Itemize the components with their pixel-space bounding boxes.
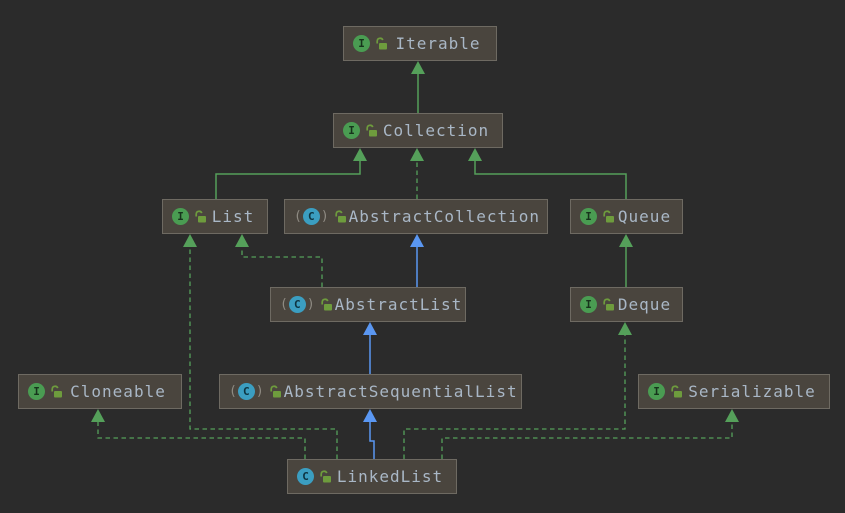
- abstract-class-icon: (: [229, 384, 237, 399]
- edge-collection-extends-iterable: [411, 61, 425, 113]
- class-name-label: List: [211, 207, 255, 226]
- abstract-class-icon: (: [280, 297, 288, 312]
- interface-icon: I: [648, 383, 665, 400]
- class-node-iterable[interactable]: I Iterable: [343, 26, 497, 61]
- interface-icon: I: [343, 122, 360, 139]
- class-name-label: Cloneable: [70, 382, 166, 401]
- unlocked-icon: [364, 124, 378, 137]
- class-node-list[interactable]: I List: [162, 199, 268, 234]
- edge-linkedlist-implements-deque: [403, 322, 632, 459]
- class-name-label: AbstractList: [334, 295, 463, 314]
- unlocked-icon: [374, 37, 388, 50]
- class-name-label: Serializable: [688, 382, 816, 401]
- unlocked-icon: [669, 385, 683, 398]
- class-node-cloneable[interactable]: I Cloneable: [18, 374, 182, 409]
- class-name-label: Deque: [617, 295, 672, 314]
- abstract-class-icon: ): [306, 297, 315, 312]
- unlocked-icon: [601, 298, 615, 311]
- edge-abstractsequentiallist-extends-abstractlist: [363, 322, 377, 374]
- class-node-linkedlist[interactable]: C LinkedList: [287, 459, 457, 494]
- class-name-label: LinkedList: [336, 467, 444, 486]
- class-icon: C: [297, 468, 314, 485]
- class-name-label: Iterable: [395, 34, 481, 53]
- edge-deque-extends-queue: [619, 234, 633, 287]
- edge-linkedlist-extends-abstractsequentiallist: [363, 409, 377, 459]
- abstract-class-icon: C: [288, 296, 306, 313]
- class-node-serializable[interactable]: I Serializable: [638, 374, 830, 409]
- abstract-class-icon: (: [294, 209, 302, 224]
- class-name-label: AbstractSequentialList: [283, 382, 518, 401]
- edge-list-extends-collection: [215, 148, 367, 199]
- edge-linkedlist-implements-list: [183, 234, 338, 459]
- edge-linkedlist-implements-cloneable: [91, 409, 306, 459]
- edge-linkedlist-implements-serializable: [441, 409, 739, 459]
- abstract-class-icon: ): [320, 209, 329, 224]
- interface-icon: I: [172, 208, 189, 225]
- class-name-label: Queue: [617, 207, 672, 226]
- edge-abstractlist-extends-abstractcollection: [410, 234, 424, 287]
- class-node-queue[interactable]: I Queue: [570, 199, 683, 234]
- class-node-abstractcollection[interactable]: ( C ) AbstractCollection: [284, 199, 548, 234]
- interface-icon: I: [580, 208, 597, 225]
- class-node-deque[interactable]: I Deque: [570, 287, 683, 322]
- abstract-class-icon: C: [237, 383, 255, 400]
- abstract-class-icon: C: [302, 208, 320, 225]
- unlocked-icon: [193, 210, 207, 223]
- unlocked-icon: [318, 470, 332, 483]
- interface-icon: I: [353, 35, 370, 52]
- class-name-label: Collection: [382, 121, 490, 140]
- interface-icon: I: [580, 296, 597, 313]
- edge-abstractlist-implements-list: [235, 234, 323, 287]
- edge-queue-extends-collection: [468, 148, 627, 199]
- unlocked-icon: [49, 385, 63, 398]
- interface-icon: I: [28, 383, 45, 400]
- edge-abstractcollection-implements-collection: [410, 148, 424, 199]
- unlocked-icon: [333, 210, 347, 223]
- class-name-label: AbstractCollection: [348, 207, 541, 226]
- class-node-abstractsequentiallist[interactable]: ( C ) AbstractSequentialList: [219, 374, 522, 409]
- class-node-collection[interactable]: I Collection: [333, 113, 503, 148]
- unlocked-icon: [319, 298, 333, 311]
- class-node-abstractlist[interactable]: ( C ) AbstractList: [270, 287, 466, 322]
- unlocked-icon: [601, 210, 615, 223]
- unlocked-icon: [268, 385, 282, 398]
- abstract-class-icon: ): [255, 384, 264, 399]
